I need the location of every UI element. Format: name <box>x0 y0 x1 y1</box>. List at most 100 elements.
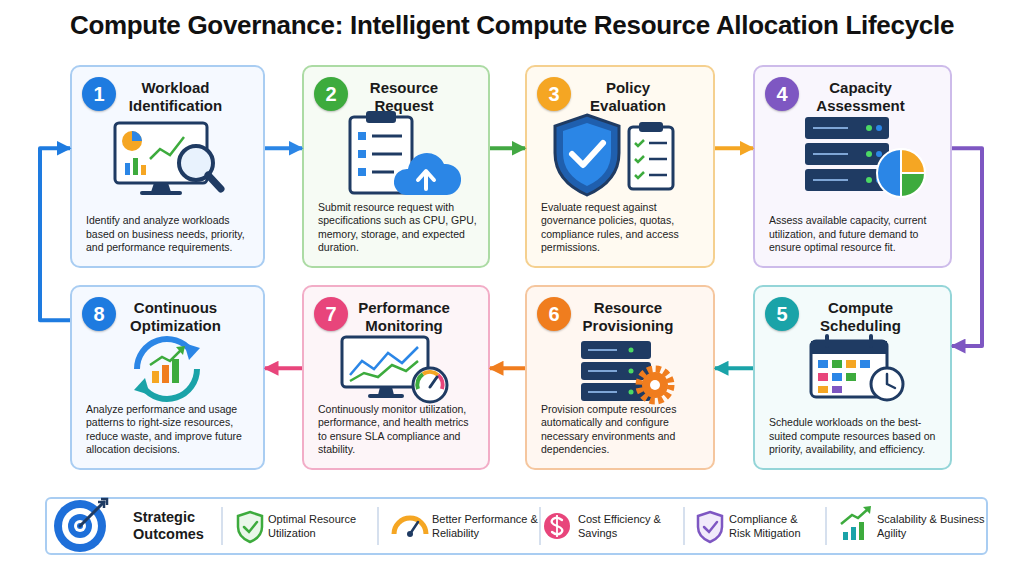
monitoring-gauge-icon <box>368 394 404 398</box>
request-clipboard-icon <box>358 150 366 158</box>
outcome-shield-icon <box>238 512 262 542</box>
outcome-shield-icon <box>244 522 257 532</box>
step-description: Evaluate request against governance poli… <box>541 201 703 255</box>
server-capacity-icon <box>866 177 872 183</box>
step-heading: Policy Evaluation <box>569 79 687 115</box>
policy-shield-icon <box>639 122 663 132</box>
flow-arrow <box>265 366 302 370</box>
outcome-target-icon <box>80 502 104 526</box>
server-capacity-icon <box>901 149 925 173</box>
step-number-badge: 5 <box>765 297 799 331</box>
step-description: Provision compute resources automaticall… <box>541 403 703 457</box>
step-heading: Resource Request <box>346 79 462 115</box>
monitoring-gauge-icon <box>413 368 447 402</box>
outcome-divider <box>825 507 827 545</box>
calendar-clock-icon <box>818 373 828 381</box>
optimization-cycle-icon <box>184 343 200 360</box>
server-capacity-icon <box>866 125 872 131</box>
calendar-clock-icon <box>811 336 903 400</box>
server-capacity-icon <box>805 169 889 191</box>
outcome-gauge-icon <box>410 522 418 534</box>
outcome-target-icon <box>54 500 106 552</box>
outcome-target-icon <box>98 499 107 508</box>
calendar-clock-icon <box>832 373 842 381</box>
optimization-cycle-icon <box>162 365 169 383</box>
outcome-growth-icon <box>841 506 871 540</box>
step-heading: Workload Identification <box>114 79 237 115</box>
step-heading: Continuous Optimization <box>114 299 237 335</box>
outcome-growth-icon <box>843 532 848 540</box>
outcome-label: Better Performance & Reliability <box>432 512 540 540</box>
step-description: Identify and analyze workloads based on … <box>86 214 253 255</box>
optimization-cycle-icon <box>150 349 182 365</box>
optimization-cycle-icon <box>134 339 200 399</box>
monitoring-gauge-icon <box>417 374 423 389</box>
optimization-cycle-icon <box>176 346 185 355</box>
provisioning-server-icon <box>581 341 671 401</box>
optimization-cycle-icon <box>143 369 197 399</box>
outcome-target-icon <box>74 520 86 532</box>
request-clipboard-icon <box>394 153 461 195</box>
step-number-badge: 8 <box>82 297 116 331</box>
process-box: Performance MonitoringContinuously monit… <box>302 285 490 470</box>
outcome-target-icon <box>68 514 92 538</box>
step-description: Schedule workloads on the best-suited co… <box>769 416 940 457</box>
calendar-clock-icon <box>846 360 856 368</box>
outcome-label: Scalability & Business Agility <box>877 512 987 540</box>
callout-number: 1 <box>93 83 104 106</box>
server-capacity-icon <box>805 143 889 165</box>
process-box: Resource RequestSubmit resource request … <box>302 65 490 268</box>
flow-arrow <box>715 366 753 370</box>
process-box: Policy EvaluationEvaluate request agains… <box>525 65 715 268</box>
outcome-divider <box>222 507 826 545</box>
callout-number: 4 <box>776 83 787 106</box>
request-clipboard-icon <box>358 132 366 140</box>
monitor-analytics-icon <box>132 131 142 141</box>
step-number-badge: 2 <box>314 77 348 111</box>
calendar-clock-icon <box>818 386 828 393</box>
server-capacity-icon <box>876 151 882 157</box>
optimization-cycle-icon <box>152 371 159 383</box>
outcome-target-icon <box>62 508 98 544</box>
server-capacity-icon <box>805 117 889 139</box>
outcome-growth-icon <box>851 527 856 540</box>
outcome-compliance-icon <box>698 512 722 542</box>
diagram-title: Compute Governance: Intelligent Compute … <box>0 10 1024 41</box>
policy-shield-icon <box>649 143 667 175</box>
calendar-clock-icon <box>832 360 842 368</box>
provisioning-server-icon <box>629 390 634 395</box>
outcome-shield-icon <box>238 512 262 542</box>
monitor-analytics-icon <box>115 123 207 183</box>
monitor-analytics-icon <box>133 158 138 175</box>
monitoring-gauge-icon <box>438 375 443 389</box>
policy-shield-icon <box>629 127 673 189</box>
step-description: Continuously monitor utilization, perfor… <box>318 403 478 457</box>
request-clipboard-icon <box>372 135 402 138</box>
outcome-cost-icon <box>556 515 558 537</box>
callout-number: 2 <box>325 83 336 106</box>
step-number-badge: 4 <box>765 77 799 111</box>
outcome-gauge-icon <box>394 518 426 537</box>
monitoring-gauge-icon <box>378 387 394 395</box>
step-description: Assess available capacity, current utili… <box>769 214 940 255</box>
server-capacity-icon <box>876 125 882 131</box>
monitoring-gauge-icon <box>350 347 418 375</box>
step-description: Analyze performance and usage patterns t… <box>86 403 253 457</box>
request-clipboard-icon <box>358 168 366 176</box>
request-clipboard-icon <box>372 153 402 156</box>
request-clipboard-icon <box>350 111 461 195</box>
request-clipboard-icon <box>418 171 434 189</box>
flow-arrow <box>265 146 302 150</box>
step-heading: Resource Provisioning <box>569 299 687 335</box>
process-box: Capacity AssessmentAssess available capa… <box>753 65 952 268</box>
request-clipboard-icon <box>366 111 396 123</box>
provisioning-server-icon <box>588 350 617 392</box>
server-capacity-icon <box>901 173 925 197</box>
process-box: Continuous OptimizationAnalyze performan… <box>70 285 265 470</box>
server-capacity-icon <box>813 128 848 180</box>
request-clipboard-icon <box>372 171 394 174</box>
step-heading: Capacity Assessment <box>797 79 924 115</box>
step-heading: Performance Monitoring <box>346 299 462 335</box>
